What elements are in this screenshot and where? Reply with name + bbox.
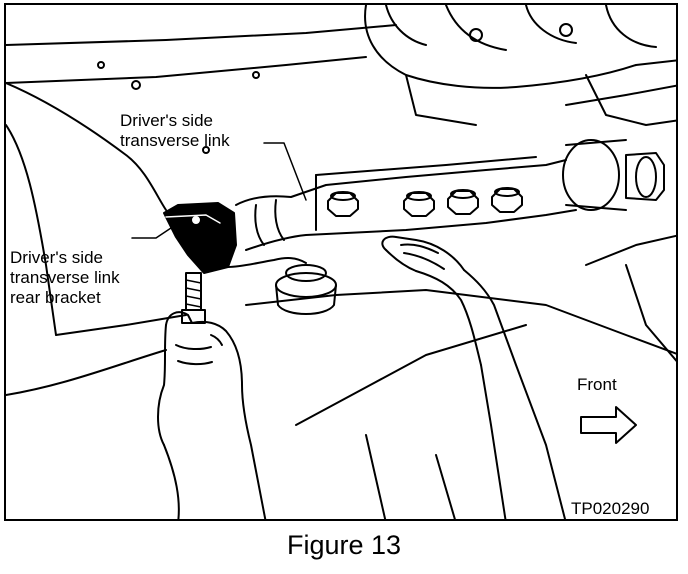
left-hand <box>157 311 267 519</box>
link-bolt <box>327 191 359 217</box>
leader-line-rear-bracket <box>131 217 187 239</box>
figure-code: TP020290 <box>571 499 650 518</box>
direction-arrow-icon <box>580 406 637 444</box>
leader-line-transverse-link <box>263 142 307 201</box>
label-front: Front <box>577 375 617 394</box>
label-line: rear bracket <box>10 288 101 307</box>
differential-housing <box>364 5 676 126</box>
right-hand <box>381 235 567 519</box>
label-line: transverse link <box>120 131 230 150</box>
underbody-panel <box>6 24 676 519</box>
label-line: Driver's side <box>10 248 103 267</box>
label-line: transverse link <box>10 268 120 287</box>
bracket-bolt <box>181 272 206 324</box>
suspension-illustration <box>6 5 676 519</box>
figure-caption: Figure 13 <box>286 530 402 560</box>
link-bolt <box>447 189 479 215</box>
link-bolt <box>491 187 523 213</box>
label-line: Driver's side <box>120 111 213 130</box>
transverse-link-arm <box>235 156 577 251</box>
label-transverse-link: Driver's side transverse link <box>120 111 230 151</box>
rubber-stopper <box>275 264 337 315</box>
label-rear-bracket: Driver's side transverse link rear brack… <box>10 248 120 308</box>
front-bushing <box>562 139 665 211</box>
figure-frame: Driver's side transverse link Driver's s… <box>4 3 678 521</box>
link-bolt <box>403 191 435 217</box>
